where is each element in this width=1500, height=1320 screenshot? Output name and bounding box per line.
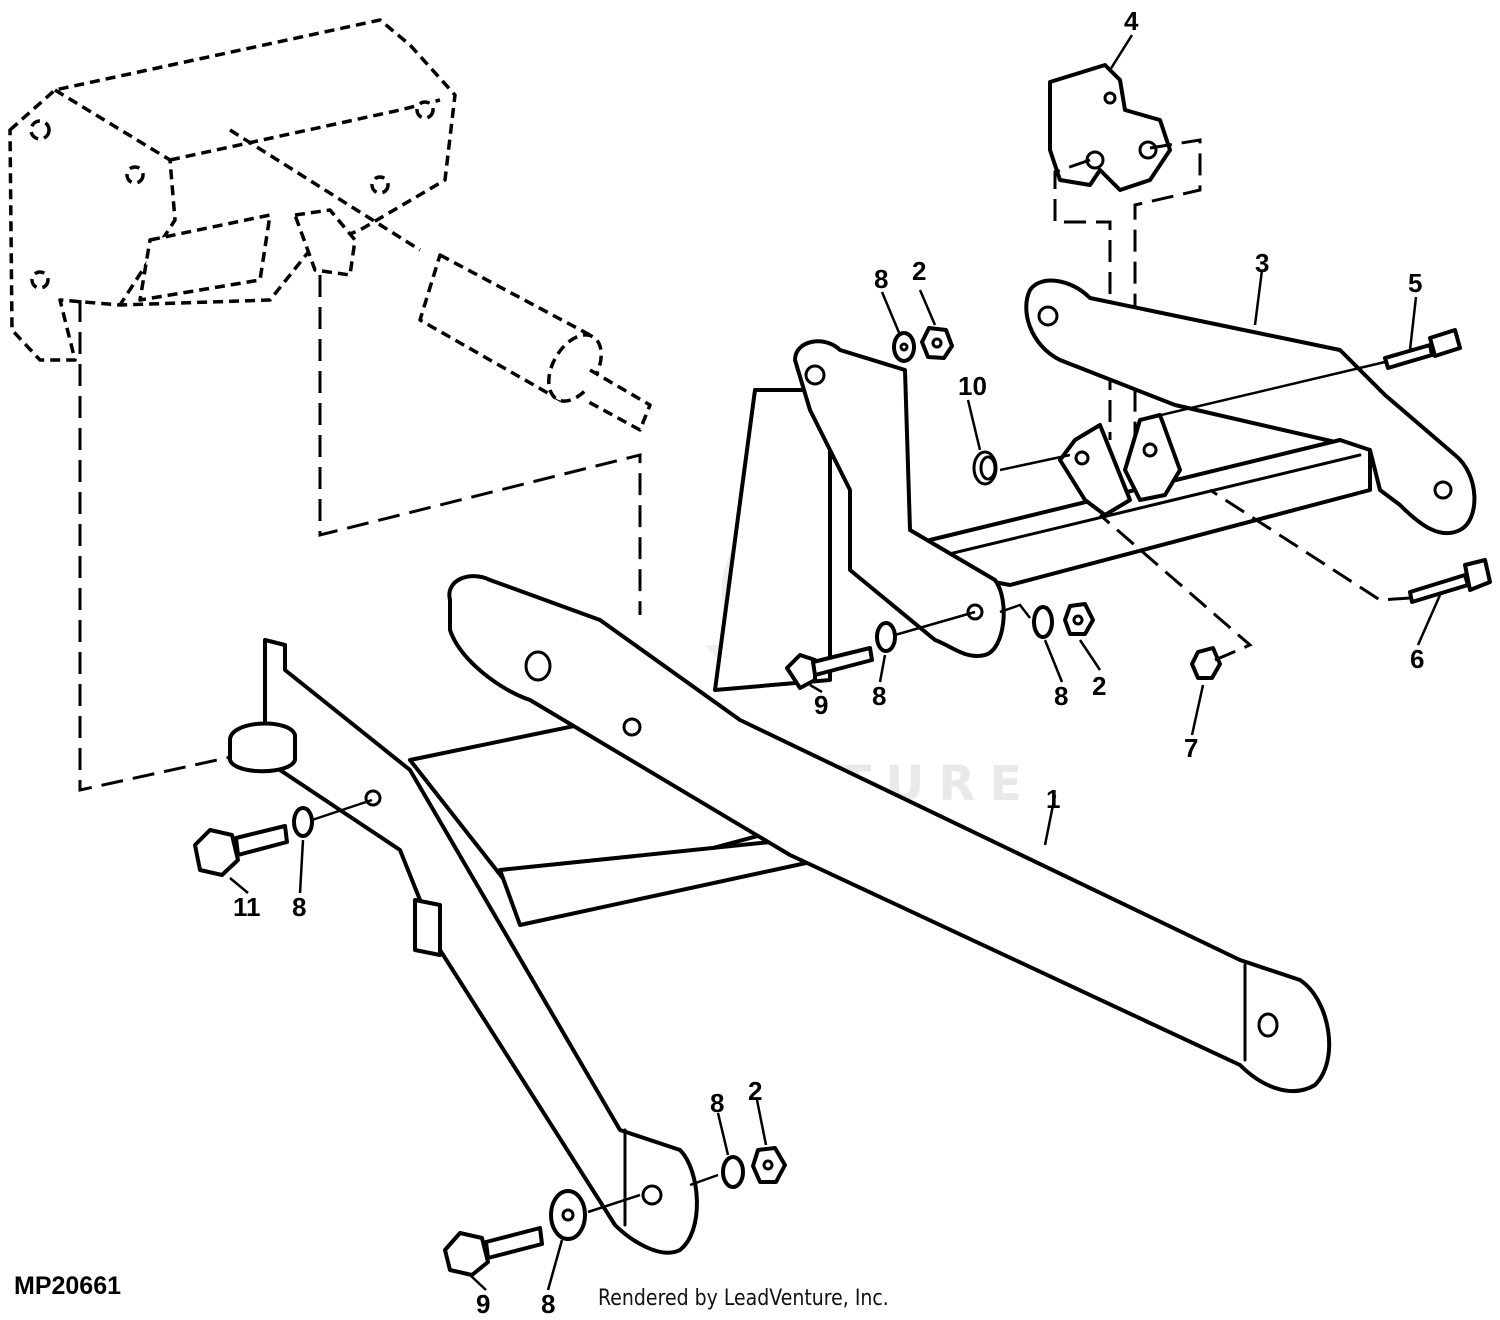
bolt-part-9-top xyxy=(785,610,976,690)
hardware-bottom xyxy=(443,1146,787,1277)
hydraulic-cylinder-ghost xyxy=(229,128,652,432)
bolt-part-6 xyxy=(1209,488,1492,604)
tractor-mount-ghost xyxy=(8,18,457,362)
bolt-part-5 xyxy=(1139,328,1462,422)
callout-5: 5 xyxy=(1408,268,1422,298)
callout-1: 1 xyxy=(1046,784,1060,814)
callout-8: 8 xyxy=(1054,681,1068,711)
lower-link-arm-part-1 xyxy=(447,574,1332,1094)
callout-10: 10 xyxy=(958,371,987,401)
callout-8: 8 xyxy=(872,681,886,711)
callout-8: 8 xyxy=(710,1088,724,1118)
callout-6: 6 xyxy=(1410,644,1424,674)
render-credit: Rendered by LeadVenture, Inc. xyxy=(598,1286,889,1311)
assembly-line-left xyxy=(78,300,241,792)
hardware-top xyxy=(892,326,954,363)
callout-4: 4 xyxy=(1124,6,1139,36)
callout-11: 11 xyxy=(233,892,261,922)
callout-7: 7 xyxy=(1184,733,1198,763)
callout-2: 2 xyxy=(1092,671,1106,701)
clevis-bracket-part-4 xyxy=(1048,63,1202,440)
callout-3: 3 xyxy=(1255,248,1269,278)
diagram-code: MP20661 xyxy=(14,1272,122,1300)
callout-9: 9 xyxy=(476,1289,490,1319)
nut-part-7 xyxy=(1190,646,1222,680)
left-lower-arm xyxy=(228,638,699,1255)
hardware-right xyxy=(999,513,1253,680)
assembly-line-mid xyxy=(318,275,642,615)
washer-icon xyxy=(892,331,916,363)
callout-9: 9 xyxy=(814,690,828,720)
callout-8: 8 xyxy=(874,264,888,294)
upper-link-part-3 xyxy=(1024,278,1477,536)
nut-icon xyxy=(920,326,954,360)
callout-labels: 1 2 2 2 3 4 5 6 7 8 8 8 8 8 8 9 9 10 11 xyxy=(233,6,1424,1319)
spring-part-10 xyxy=(972,450,1071,486)
callout-2: 2 xyxy=(748,1076,762,1106)
side-plate xyxy=(793,339,1006,658)
callout-leaders xyxy=(229,34,1442,1291)
callout-2: 2 xyxy=(912,256,926,286)
bolt-part-11 xyxy=(193,798,373,877)
callout-8: 8 xyxy=(541,1289,555,1319)
callout-8: 8 xyxy=(292,892,306,922)
